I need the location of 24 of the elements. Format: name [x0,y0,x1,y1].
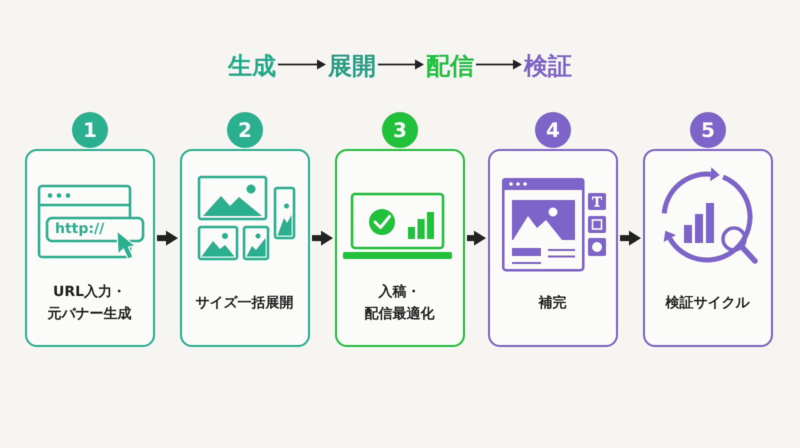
arrow [157,230,178,246]
step-card [335,149,465,347]
url-text: http:// [55,220,104,238]
arrow [476,60,522,70]
step-card [643,149,773,347]
step-heading: 配信 [426,51,474,81]
arrow [312,230,333,246]
number-badge: 4 [535,112,571,148]
step-label: URL入力・元バナー生成 [46,283,132,324]
step-label: 検証サイクル [666,294,750,313]
step-heading: 生成 [228,51,276,81]
arrow [467,230,486,246]
number-badge: 5 [690,112,726,148]
number-badge: 3 [382,112,418,148]
step-label: 補完 [538,294,566,313]
arrow [620,230,641,246]
step-heading: 検証 [524,51,572,81]
step-label: サイズ一括展開 [196,294,294,313]
step-label: 入稿・配信最適化 [364,283,436,324]
arrow [278,60,326,70]
number-badge: 2 [227,112,263,148]
step-heading: 展開 [328,51,376,81]
number-badge: 1 [72,112,108,148]
arrow [378,60,424,70]
